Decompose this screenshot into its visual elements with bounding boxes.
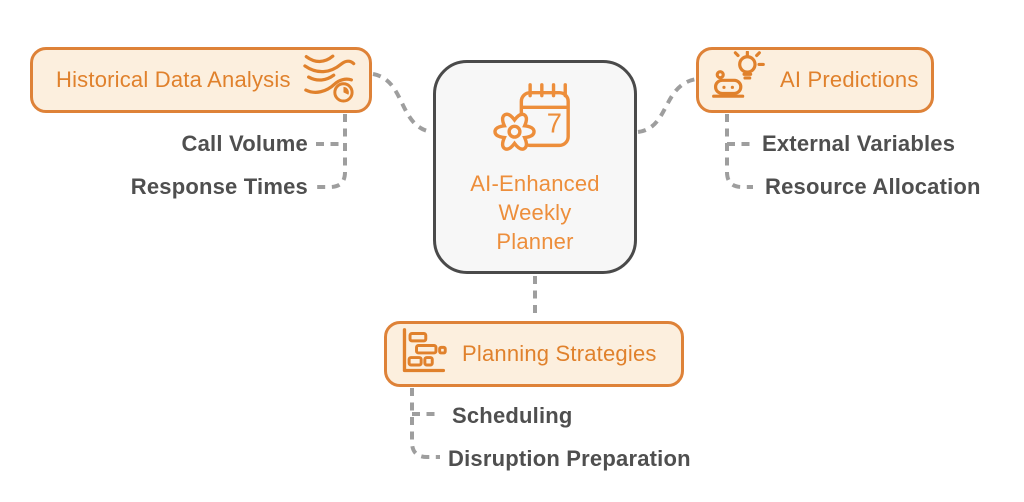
node-planning-label: Planning Strategies (462, 341, 657, 366)
history-trend-clock-icon (303, 52, 357, 109)
calendar-number: 7 (547, 108, 562, 139)
connector-predictions-items (725, 114, 753, 189)
center-title-line-3: Planner (496, 229, 574, 254)
center-title: AI-Enhanced Weekly Planner (470, 169, 599, 256)
center-title-line-2: Weekly (498, 200, 572, 225)
connector-historical-items (316, 114, 347, 189)
connector-planning-items (410, 388, 440, 459)
item-scheduling: Scheduling (452, 403, 573, 428)
node-historical-data-analysis: Historical Data Analysis (30, 47, 372, 113)
robot-lightbulb-icon (709, 50, 767, 109)
item-resource-allocation: Resource Allocation (765, 174, 981, 199)
node-ai-enhanced-weekly-planner: 7 AI-Enhanced Weekly Planner (433, 60, 637, 274)
node-ai-predictions: AI Predictions (696, 47, 934, 113)
item-response-times: Response Times (130, 174, 308, 199)
connector-center-to-predictions (637, 77, 698, 134)
node-predictions-label: AI Predictions (780, 67, 919, 92)
gear-calendar-icon: 7 (490, 80, 580, 165)
item-disruption-preparation: Disruption Preparation (448, 446, 691, 471)
item-external-variables: External Variables (762, 131, 956, 156)
node-historical-label: Historical Data Analysis (56, 67, 291, 92)
connector-historical-to-center (372, 72, 433, 134)
node-planning-strategies: Planning Strategies (384, 321, 684, 387)
center-title-line-1: AI-Enhanced (470, 171, 600, 196)
item-call-volume: Call Volume (181, 131, 308, 156)
gantt-chart-icon (397, 327, 449, 382)
